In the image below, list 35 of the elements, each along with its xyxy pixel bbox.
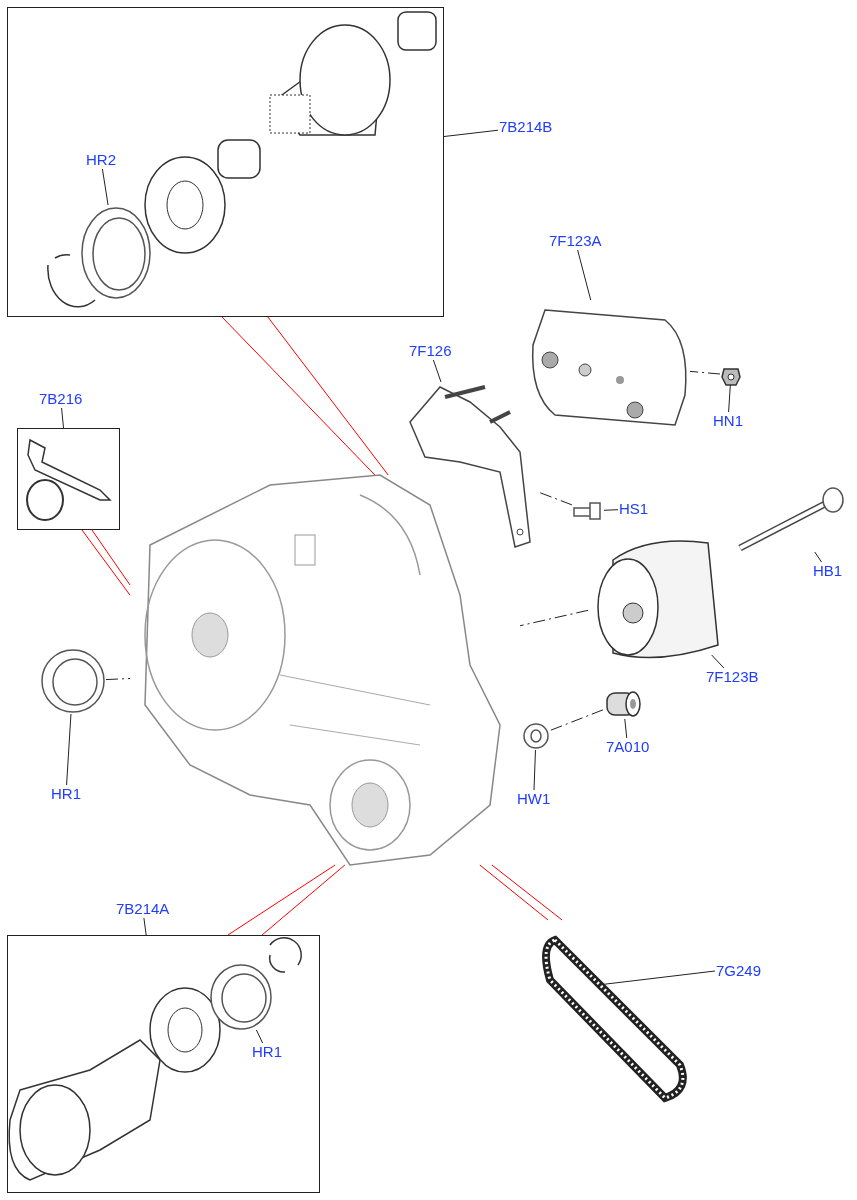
inset-frame	[17, 428, 120, 530]
alignment-line	[689, 370, 721, 375]
part-drawing	[720, 365, 742, 385]
leader-line	[728, 384, 731, 413]
alignment-line	[519, 609, 589, 627]
leader-line	[711, 654, 725, 669]
leader-line	[432, 359, 442, 383]
leader-line	[61, 407, 65, 429]
assembly-line	[267, 316, 389, 476]
leader-line	[143, 917, 147, 936]
part-drawing	[209, 963, 273, 1031]
leader-line	[814, 551, 822, 563]
leader-line	[443, 129, 499, 137]
leader-line	[66, 713, 72, 786]
leader-line	[624, 718, 628, 739]
alignment-line	[539, 492, 573, 506]
assembly-line	[221, 316, 376, 476]
assembly-line	[479, 864, 549, 921]
leader-line	[599, 970, 716, 986]
alignment-line	[549, 709, 604, 732]
leader-line	[577, 249, 592, 301]
assembly-line	[261, 864, 346, 936]
assembly-line	[91, 529, 131, 586]
part-drawing	[522, 722, 550, 750]
leader-line	[603, 509, 619, 511]
part-drawing	[572, 500, 604, 522]
part-drawing	[79, 206, 154, 301]
part-drawing	[40, 648, 106, 714]
assembly-line	[81, 529, 131, 596]
assembly-line	[227, 864, 336, 936]
alignment-line	[105, 678, 131, 681]
leader-line	[533, 749, 536, 791]
leader-line	[255, 1029, 264, 1044]
leader-line	[101, 168, 109, 206]
assembly-line	[491, 864, 563, 921]
